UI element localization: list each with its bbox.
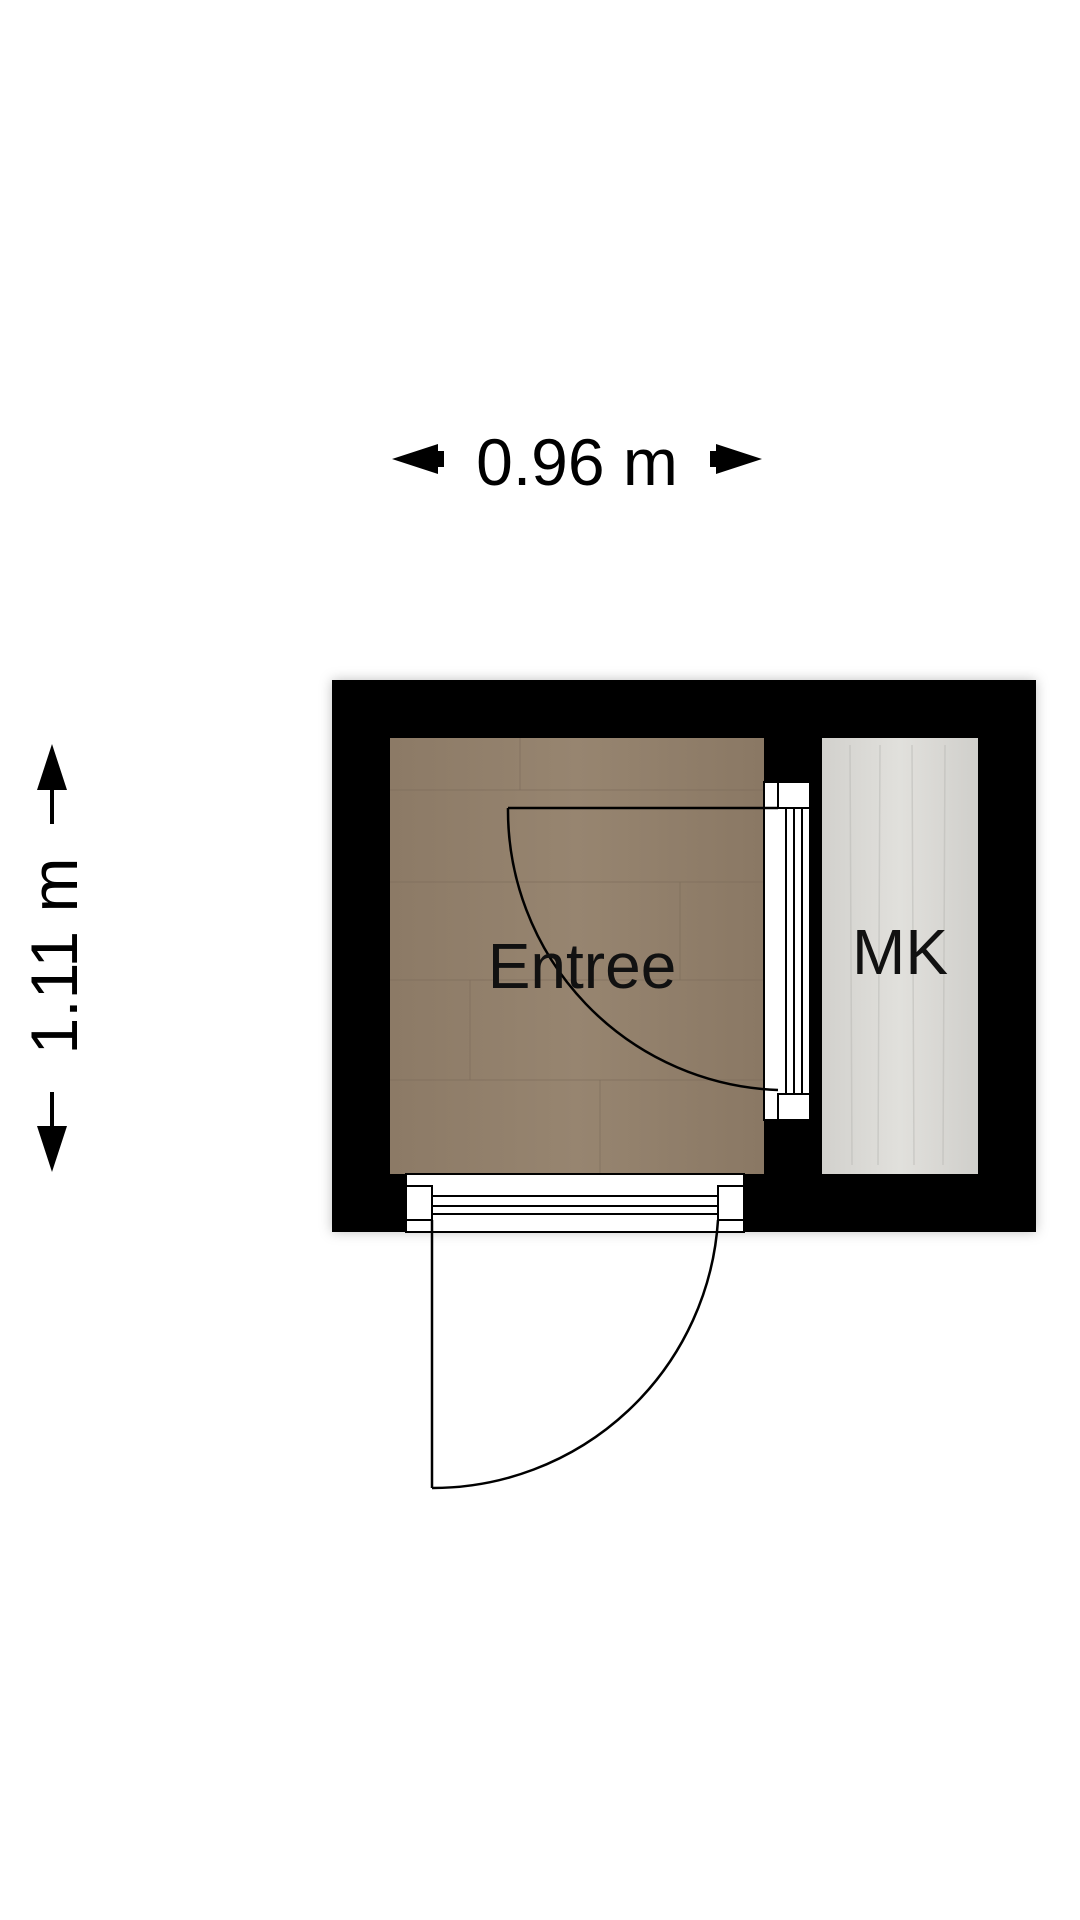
- height-tick-top: [50, 788, 54, 824]
- front-door-frame: [405, 1173, 745, 1233]
- concrete-texture: [849, 744, 946, 1166]
- height-tick-bottom: [50, 1092, 54, 1130]
- room-label-entree: Entree: [488, 930, 677, 1002]
- arrow-up-icon: [37, 744, 67, 790]
- arrow-right-icon: [710, 444, 762, 474]
- width-dimension: 0.96 m: [392, 425, 762, 499]
- arrow-down-icon: [37, 1126, 67, 1172]
- width-label: 0.96 m: [476, 425, 678, 499]
- entree-floor: [390, 738, 764, 1174]
- front-door-swing: [430, 1219, 720, 1490]
- mk-floor: [822, 738, 978, 1174]
- inner-door-swing: [506, 806, 779, 1092]
- height-label: 1.11 m: [17, 858, 91, 1055]
- wood-planks: [390, 738, 764, 1174]
- inner-door-frame: [763, 781, 811, 1121]
- height-dimension: 1.11 m: [17, 744, 91, 1172]
- room-label-mk: MK: [852, 916, 948, 988]
- arrow-left-icon: [392, 444, 444, 474]
